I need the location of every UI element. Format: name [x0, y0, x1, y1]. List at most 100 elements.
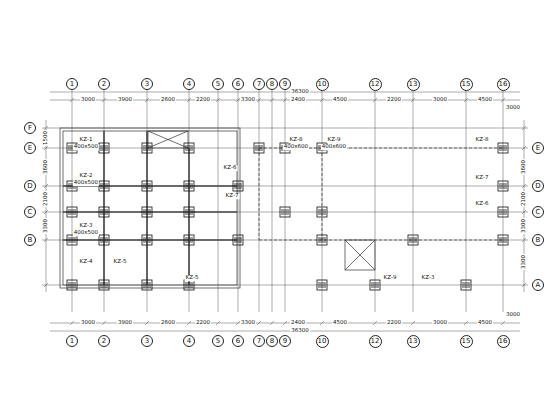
column-hatch	[107, 145, 108, 151]
dimension-tick	[411, 98, 415, 102]
dimension-text: 3000	[432, 320, 448, 326]
dimension-tick	[102, 321, 106, 325]
axis-number: B	[536, 236, 541, 244]
grid-line	[285, 90, 286, 312]
axis-bubble: 9	[279, 78, 291, 90]
dimension-tick	[411, 321, 415, 325]
column-footing	[99, 207, 109, 217]
axis-number: 9	[283, 337, 287, 345]
axis-number: 2	[102, 80, 106, 88]
column-footing	[408, 235, 418, 245]
axis-bubble: B	[24, 234, 36, 246]
column-hatch	[502, 209, 503, 215]
column-footing	[461, 280, 471, 290]
dimension-text: 3300	[521, 254, 527, 270]
dimension-tick	[320, 98, 324, 102]
dimension-tick	[216, 321, 220, 325]
column-footing	[498, 181, 508, 191]
column-hatch	[416, 237, 417, 243]
dimension-tick	[257, 321, 261, 325]
dimension-text: 3300	[240, 320, 256, 326]
column-hatch	[319, 237, 320, 243]
column-tag: KZ-6	[475, 201, 490, 207]
dimension-text: 2200	[386, 97, 402, 103]
dimension-tick	[522, 146, 526, 150]
column-hatch	[69, 282, 70, 288]
column-hatch	[190, 282, 191, 288]
dimension-line	[50, 92, 520, 93]
axis-bubble: C	[24, 206, 36, 218]
column-footing	[99, 280, 109, 290]
axis-bubble: 4	[183, 78, 195, 90]
column-footing	[142, 207, 152, 217]
column-hatch	[103, 183, 104, 189]
dimension-tick	[501, 98, 505, 102]
axis-number: E	[28, 144, 32, 152]
axis-number: 1	[70, 337, 74, 345]
section-size: 400x500	[73, 230, 99, 236]
opening-cross	[345, 240, 375, 270]
column-hatch	[412, 237, 413, 243]
tie-beams	[259, 148, 503, 240]
column-hatch	[504, 237, 505, 243]
dimension-text: 4500	[477, 320, 493, 326]
column-hatch	[241, 183, 242, 189]
column-hatch	[323, 237, 324, 243]
dimension-text: 3300	[240, 97, 256, 103]
column-hatch	[146, 237, 147, 243]
column-footing	[99, 181, 109, 191]
column-footing	[67, 207, 77, 217]
column-tag: KZ-5	[185, 275, 200, 281]
axis-number: 16	[499, 80, 508, 88]
axis-number: 12	[371, 337, 380, 345]
column-hatch	[69, 183, 70, 189]
dimension-text: 3000	[80, 97, 96, 103]
column-hatch	[239, 183, 240, 189]
dimension-text: 3000	[505, 312, 521, 318]
dimension-text: 2100	[521, 191, 527, 207]
axis-number: 6	[236, 80, 240, 88]
column-tag: KZ-3	[79, 223, 94, 229]
axis-bubble: 2	[98, 78, 110, 90]
column-hatch	[146, 183, 147, 189]
column-hatch	[148, 183, 149, 189]
axis-bubble: 5	[212, 78, 224, 90]
axis-number: C	[28, 208, 33, 216]
column-hatch	[144, 145, 145, 151]
column-hatch	[239, 237, 240, 243]
column-hatch	[186, 209, 187, 215]
column-hatch	[323, 209, 324, 215]
column-hatch	[506, 183, 507, 189]
column-hatch	[319, 282, 320, 288]
dimension-tick	[283, 321, 287, 325]
grid-line	[238, 90, 239, 312]
grid-line	[104, 90, 105, 312]
column-hatch	[325, 237, 326, 243]
column-footing	[142, 280, 152, 290]
column-hatch	[144, 183, 145, 189]
column-hatch	[192, 282, 193, 288]
axis-number: 3	[145, 337, 149, 345]
column-hatch	[463, 282, 464, 288]
column-hatch	[188, 209, 189, 215]
column-hatch	[107, 282, 108, 288]
column-hatch	[71, 145, 72, 151]
column-hatch	[502, 145, 503, 151]
dimension-text: 2200	[195, 97, 211, 103]
column-footing	[184, 235, 194, 245]
axis-number: 13	[409, 80, 418, 88]
column-hatch	[73, 282, 74, 288]
column-hatch	[101, 282, 102, 288]
column-hatch	[192, 237, 193, 243]
dimension-text: 3900	[117, 97, 133, 103]
column-hatch	[188, 145, 189, 151]
column-footing	[498, 207, 508, 217]
column-hatch	[101, 183, 102, 189]
column-hatch	[188, 282, 189, 288]
column-hatch	[148, 145, 149, 151]
dimension-tick	[187, 98, 191, 102]
column-footing	[498, 235, 508, 245]
dimension-text: 3300	[521, 218, 527, 234]
column-tag: KZ-5	[113, 259, 128, 265]
dimension-tick	[70, 321, 74, 325]
